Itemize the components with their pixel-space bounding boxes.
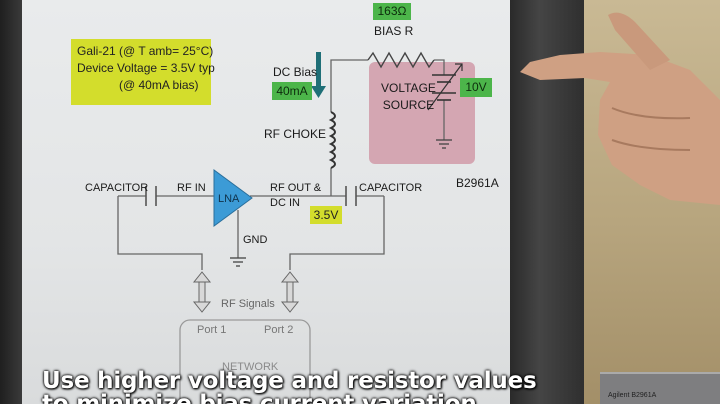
voltage-source-box [369,62,475,164]
source-ground-icon [436,139,452,149]
rf-choke-inductor [328,111,336,169]
voltage-source-label-line1: VOLTAGE [381,81,436,95]
pointing-hand [520,12,720,205]
subtitle-line1: Use higher voltage and resistor values [42,368,537,394]
subtitle-line2: to minimize bias current variation [42,391,477,404]
dc-bias-value: 40mA [272,82,312,100]
gnd-label: GND [243,234,268,246]
rf-signals-label: RF Signals [221,298,275,310]
capacitor-left-label: CAPACITOR [85,182,149,194]
network-box [179,319,311,404]
instrument-front-panel [600,372,720,404]
lna-amplifier-symbol [213,169,253,227]
rf-signal-arrows [192,271,300,313]
dc-bias-label: DC Bias [273,65,318,79]
rf-out-label-line1: RF OUT & [270,182,322,194]
bias-resistor-label: BIAS R [374,24,414,38]
port2-label: Port 2 [264,324,294,336]
voltage-source-label-line2: SOURCE [382,98,435,112]
rf-out-label-line2: DC IN [270,197,300,209]
info-line-part: Gali-21 (@ T amb= 25°C) [77,44,214,58]
instrument-label: Agilent B2961A [608,392,657,399]
rf-out-label: RF OUT & DC IN [270,181,321,211]
dc-in-voltage-value: 3.5V [310,206,342,224]
rf-in-label: RF IN [177,182,206,194]
info-line-bias: (@ 40mA bias) [119,78,199,92]
lna-label: LNA [218,193,240,205]
dc-bias-arrow-icon [311,52,326,98]
capacitor-left [145,186,157,206]
circuit-wires [117,59,445,270]
monitor-bezel-left [0,0,22,404]
network-label: NETWORK [222,361,279,373]
capacitor-right-label: CAPACITOR [359,182,423,194]
bias-resistor [367,51,435,69]
voltage-source-symbol [427,63,463,111]
instrument-model-label: B2961A [456,176,499,190]
source-voltage-value: 10V [460,78,492,97]
device-info-box: Gali-21 (@ T amb= 25°C) Device Voltage =… [71,39,215,105]
info-line-voltage: Device Voltage = 3.5V typ [77,61,215,75]
capacitor-right [345,186,357,206]
rf-choke-label: RF CHOKE [264,127,327,141]
port1-label: Port 1 [197,324,227,336]
lna-ground-icon [230,257,246,267]
bias-resistor-value: 163Ω [373,3,411,20]
voltage-source-label: VOLTAGE SOURCE [381,80,436,114]
